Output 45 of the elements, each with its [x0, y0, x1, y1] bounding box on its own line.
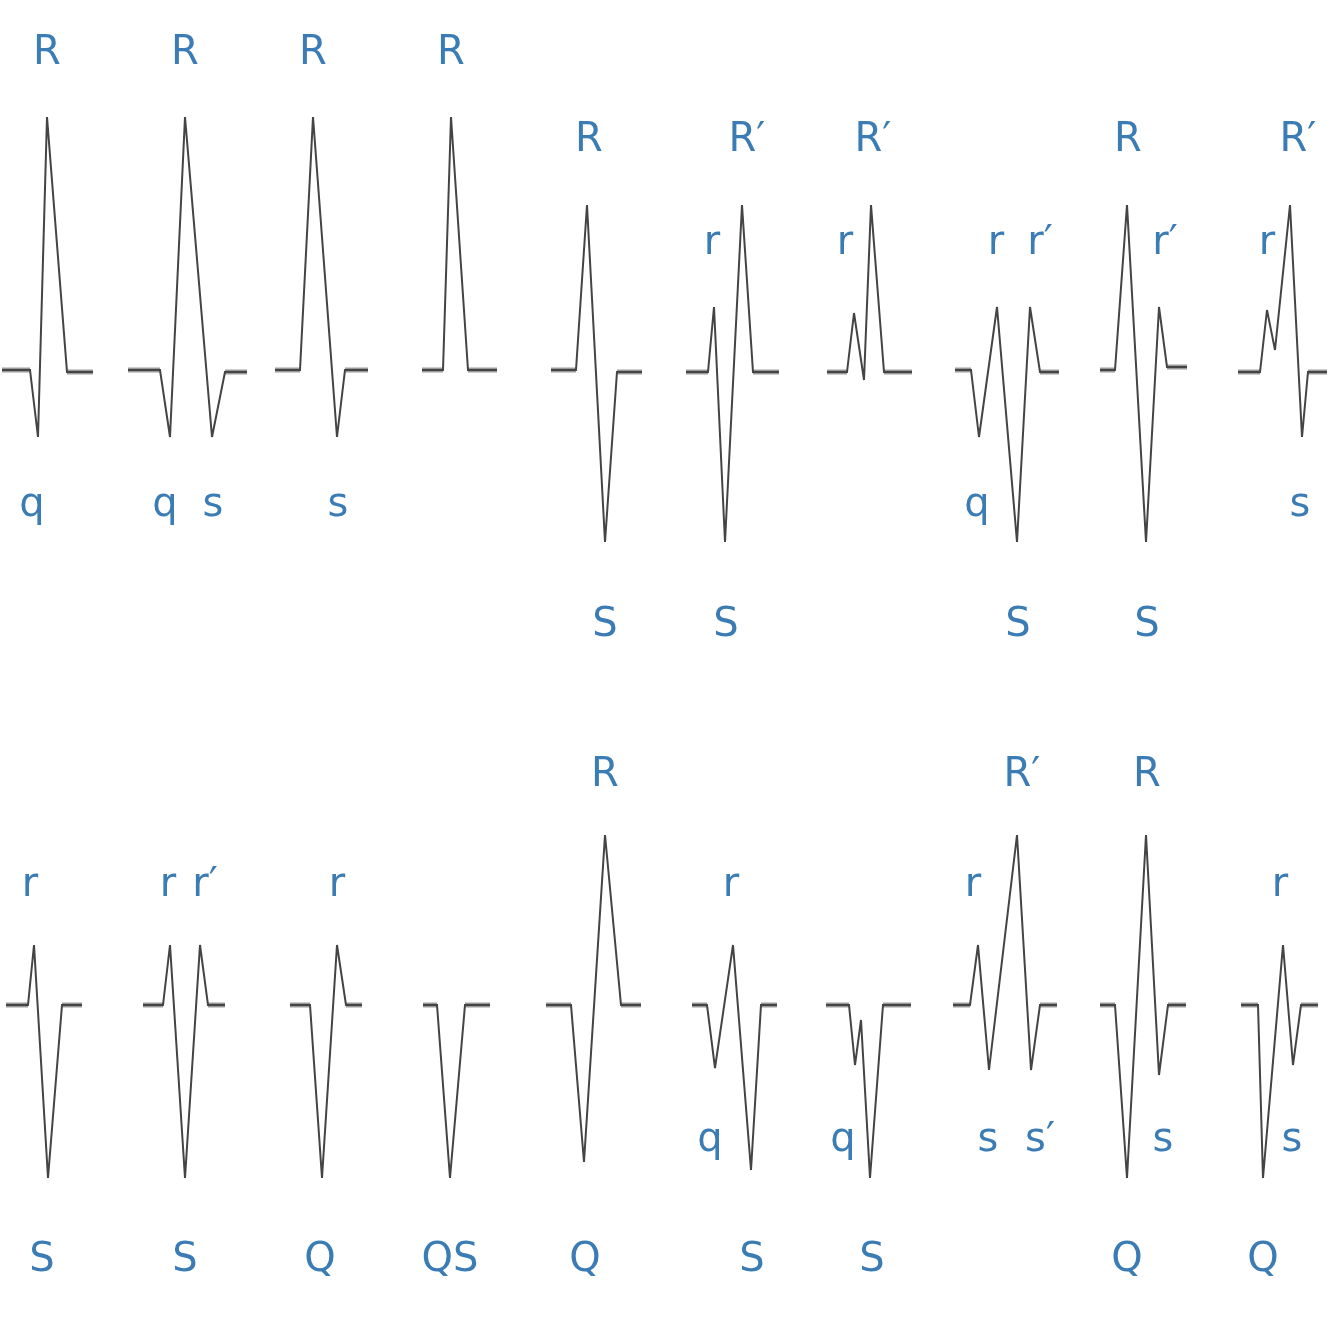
wave-label: Q [1247, 1237, 1279, 1277]
wave-label: Q [569, 1237, 601, 1277]
wave-label: S [1005, 602, 1031, 642]
wave-label: R [575, 117, 603, 157]
wave-label: r′ [192, 862, 218, 902]
wave-label: r [987, 220, 1005, 260]
wave-label: s [202, 482, 224, 522]
wave-label: s [1152, 1117, 1174, 1157]
wave-label: Q [304, 1237, 336, 1277]
wave-label: r [836, 220, 854, 260]
wave-label: R [591, 752, 619, 792]
wave-label: r [1258, 220, 1276, 260]
wave-label: S [592, 602, 618, 642]
wave-label: r [159, 862, 177, 902]
wave-label: R [437, 30, 465, 70]
wave-label: S [713, 602, 739, 642]
wave-label: r [964, 862, 982, 902]
wave-label: s [1281, 1117, 1303, 1157]
wave-label: QS [421, 1237, 479, 1277]
wave-label: s [1289, 482, 1311, 522]
wave-label: r [21, 862, 39, 902]
wave-label: Q [1111, 1237, 1143, 1277]
wave-label: r [722, 862, 740, 902]
wave-label: R [1133, 752, 1161, 792]
wave-label: s [977, 1117, 999, 1157]
wave-label: r [703, 220, 721, 260]
wave-label: S [859, 1237, 885, 1277]
wave-label: R [171, 30, 199, 70]
wave-label: r′ [1027, 220, 1053, 260]
wave-label: r [1271, 862, 1289, 902]
wave-label: R′ [1279, 117, 1317, 157]
wave-label: S [1134, 602, 1160, 642]
wave-label: S [172, 1237, 198, 1277]
wave-label: R′ [728, 117, 766, 157]
wave-label: r [328, 862, 346, 902]
wave-label: R [299, 30, 327, 70]
wave-label: s [327, 482, 349, 522]
wave-label: S [29, 1237, 55, 1277]
wave-label: s′ [1025, 1117, 1055, 1157]
wave-label: R′ [1003, 752, 1041, 792]
wave-label: R [33, 30, 61, 70]
wave-label: S [739, 1237, 765, 1277]
wave-label: r′ [1152, 220, 1178, 260]
wave-label: R′ [854, 117, 892, 157]
wave-label: R [1114, 117, 1142, 157]
